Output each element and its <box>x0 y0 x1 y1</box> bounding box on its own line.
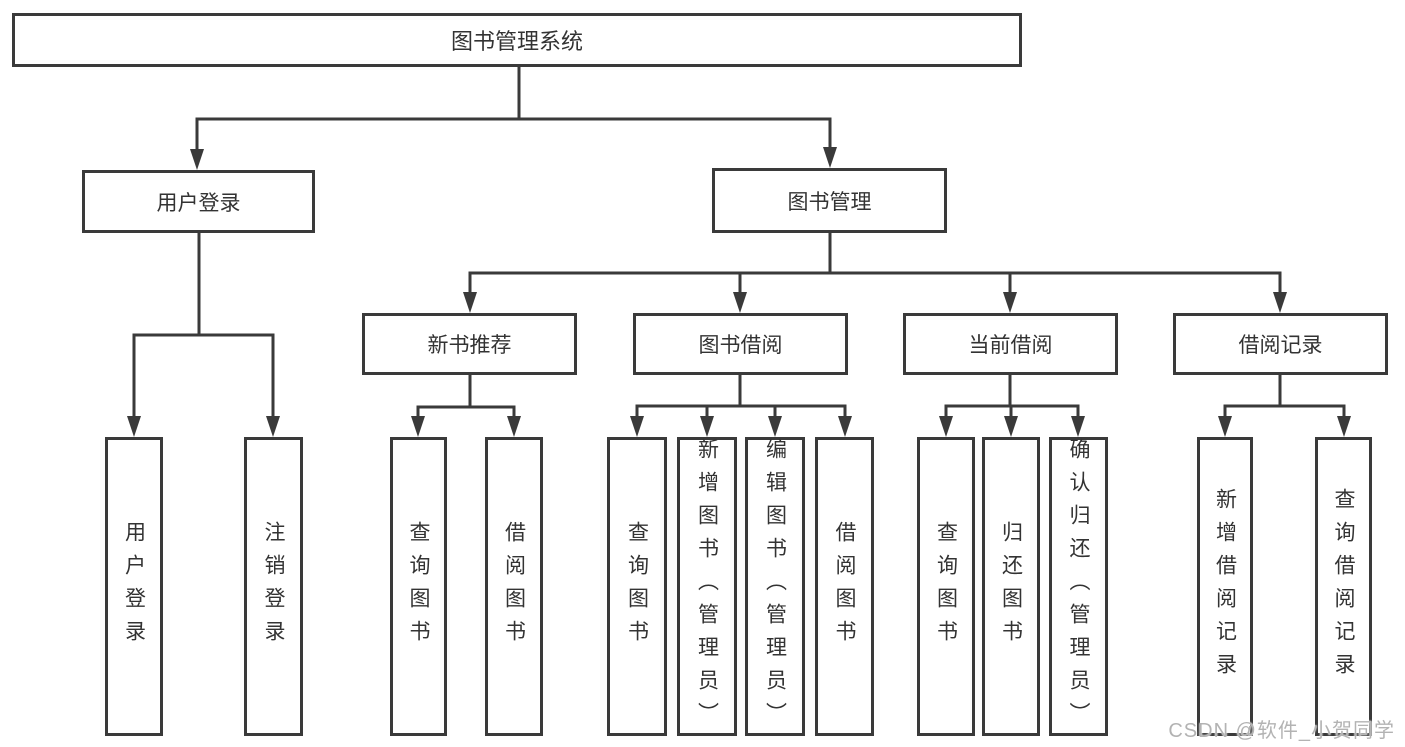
node-current-borrow: 当前借阅 <box>903 313 1118 375</box>
arrow-down-icon <box>1003 292 1017 313</box>
arrow-down-icon <box>1273 292 1287 313</box>
arrow-down-icon <box>411 416 425 437</box>
arrow-down-icon <box>1337 416 1351 437</box>
arrow-down-icon <box>1071 416 1085 437</box>
leaf-label: 编辑图书（管理员） <box>763 438 787 735</box>
node-user-login: 用户登录 <box>82 170 315 233</box>
leaf-label: 查询图书 <box>934 520 958 653</box>
leaf-label: 新增借阅记录 <box>1213 487 1237 686</box>
arrow-down-icon <box>507 416 521 437</box>
leaf-user-login: 用户登录 <box>105 437 163 736</box>
arrow-down-icon <box>463 292 477 313</box>
leaf-nb-borrow-books: 借阅图书 <box>485 437 543 736</box>
leaf-bb-borrow-books: 借阅图书 <box>815 437 874 736</box>
leaf-br-add-borrow-record: 新增借阅记录 <box>1197 437 1253 736</box>
tree-connector-lines <box>132 65 1346 420</box>
leaf-label: 借阅图书 <box>833 520 856 653</box>
arrow-down-icon <box>127 416 141 437</box>
leaf-cb-return-books: 归还图书 <box>982 437 1040 736</box>
leaf-label: 查询图书 <box>625 520 649 653</box>
arrow-down-icon <box>1004 416 1018 437</box>
leaf-nb-query-books: 查询图书 <box>390 437 447 736</box>
arrow-down-icon <box>768 416 782 437</box>
leaf-bb-query-books: 查询图书 <box>607 437 667 736</box>
leaf-label: 借阅图书 <box>502 520 526 653</box>
arrow-down-icon <box>630 416 644 437</box>
arrow-down-icon <box>733 292 747 313</box>
leaf-br-query-borrow-record: 查询借阅记录 <box>1315 437 1372 736</box>
arrow-down-icon <box>700 416 714 437</box>
node-book-management: 图书管理 <box>712 168 947 233</box>
leaf-label: 新增图书（管理员） <box>695 438 719 735</box>
leaf-bb-edit-books-admin: 编辑图书（管理员） <box>745 437 805 736</box>
node-borrow-records: 借阅记录 <box>1173 313 1388 375</box>
arrow-down-icon <box>190 149 204 170</box>
node-book-borrow: 图书借阅 <box>633 313 848 375</box>
leaf-label: 归还图书 <box>999 520 1023 653</box>
arrow-down-icon <box>838 416 852 437</box>
leaf-label: 确认归还（管理员） <box>1067 438 1090 735</box>
leaf-label: 查询图书 <box>407 520 430 653</box>
leaf-label: 用户登录 <box>122 520 146 653</box>
arrow-down-icon <box>823 147 837 168</box>
arrow-down-icon <box>1218 416 1232 437</box>
leaf-label: 注销登录 <box>262 520 285 653</box>
leaf-label: 查询借阅记录 <box>1332 487 1355 686</box>
node-root-system: 图书管理系统 <box>12 13 1022 67</box>
leaf-bb-add-books-admin: 新增图书（管理员） <box>677 437 737 736</box>
leaf-cb-confirm-return-admin: 确认归还（管理员） <box>1049 437 1108 736</box>
arrow-down-icon <box>266 416 280 437</box>
leaf-cb-query-books: 查询图书 <box>917 437 975 736</box>
arrowheads <box>127 147 1351 437</box>
csdn-watermark: CSDN @软件_小贺同学 <box>1168 720 1395 742</box>
node-new-book-recommend: 新书推荐 <box>362 313 577 375</box>
leaf-logout-login: 注销登录 <box>244 437 303 736</box>
arrow-down-icon <box>939 416 953 437</box>
